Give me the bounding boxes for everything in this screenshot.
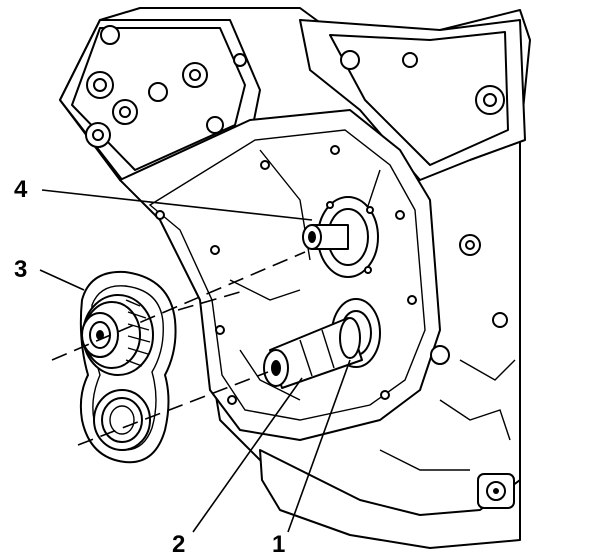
callout-4: 4 <box>14 176 28 203</box>
part-3-front-cover <box>79 270 177 464</box>
head-bosses-right <box>340 50 508 365</box>
part-2-shaft <box>263 317 363 389</box>
oil-sender <box>477 473 515 509</box>
leader-lines <box>39 189 351 533</box>
cover-bolts <box>155 145 417 405</box>
alignment-lines <box>51 251 306 446</box>
part-4-seal <box>302 196 379 278</box>
pulley <box>81 294 154 376</box>
head-bosses-left <box>85 25 247 148</box>
callout-2: 2 <box>172 531 185 556</box>
callout-1: 1 <box>272 531 285 556</box>
cover-lower-seal <box>93 389 151 451</box>
callout-3: 3 <box>14 256 27 283</box>
